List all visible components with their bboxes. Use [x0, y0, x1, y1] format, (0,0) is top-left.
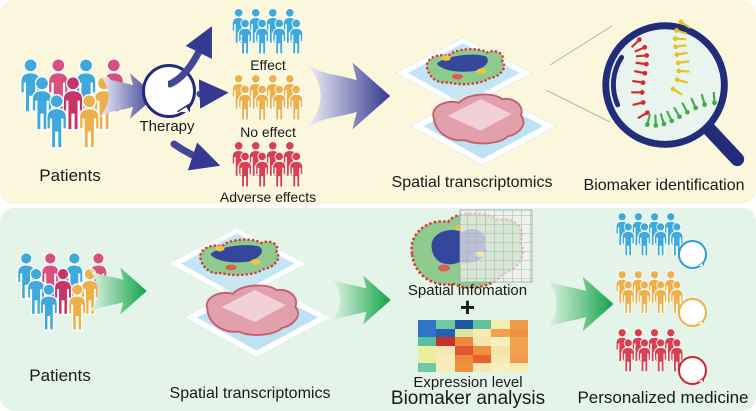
- heatmap-cell: [491, 320, 510, 329]
- biomarker-identification-label: Biomaker identification: [583, 177, 745, 194]
- no-effect-group: [231, 74, 304, 121]
- heatmap-cell: [418, 328, 437, 338]
- heatmap-cell: [436, 354, 455, 364]
- expression-heatmap: [418, 320, 528, 372]
- person-icon: [255, 84, 269, 121]
- biomarker-analysis-label: Biomaker analysis: [390, 388, 546, 409]
- person-icon: [637, 222, 651, 257]
- no-effect-label: No effect: [240, 124, 296, 140]
- spatial-transcriptomics-label-bottom: Spatial transcriptomics: [169, 385, 331, 402]
- red-pill-icon: [678, 356, 707, 385]
- heatmap-cell: [454, 363, 473, 372]
- heatmap-cell: [436, 328, 455, 338]
- person-icon: [289, 84, 304, 121]
- spatial-transcriptomics-label-top: Spatial transcriptomics: [391, 174, 553, 191]
- zoom-connector-lines: [545, 25, 613, 123]
- heatmap-cell: [509, 354, 528, 364]
- person-icon: [654, 280, 668, 315]
- green-arrow-2: [330, 275, 391, 325]
- patients-label-bottom: Patients: [29, 366, 91, 385]
- heatmap-cell: [418, 354, 437, 364]
- adverse-effects-label: Adverse effects: [219, 189, 317, 205]
- adverse-effects-group: [231, 141, 304, 188]
- expression-level-label: Expression level: [413, 374, 523, 391]
- person-icon: [238, 84, 252, 121]
- heatmap-cell: [473, 328, 492, 338]
- person-icon: [637, 280, 651, 315]
- person-icon: [46, 94, 68, 149]
- person-icon: [255, 18, 269, 55]
- effect-label: Effect: [250, 57, 286, 73]
- spatial-information-illustration: [410, 209, 533, 289]
- heatmap-cell: [509, 346, 528, 355]
- person-icon: [289, 18, 304, 55]
- heatmap-cell: [473, 363, 492, 372]
- heatmap-cell: [473, 354, 492, 364]
- heatmap-cell: [473, 320, 492, 329]
- heatmap-cell: [418, 320, 437, 329]
- heatmap-cell: [491, 328, 510, 338]
- heatmap-cell: [491, 363, 510, 372]
- heatmap-cell: [436, 346, 455, 355]
- person-icon: [39, 283, 58, 331]
- person-icon: [272, 151, 287, 188]
- arrow-to-spatial-top: [307, 62, 391, 130]
- person-icon: [255, 151, 269, 188]
- spatial-slides-bottom: [165, 220, 335, 362]
- green-arrow-3: [545, 276, 614, 332]
- person-icon: [621, 338, 635, 373]
- heatmap-cell: [418, 346, 437, 355]
- effect-group: [231, 8, 304, 55]
- plus-sign: +: [459, 292, 476, 322]
- patients-label-top: Patients: [39, 166, 101, 185]
- magnifier-icon: [602, 19, 745, 167]
- heatmap-cell: [509, 320, 528, 329]
- heatmap-cell: [418, 363, 437, 372]
- dna-strand-red: [630, 37, 650, 120]
- heatmap-cell: [454, 354, 473, 364]
- heatmap-cell: [454, 346, 473, 355]
- person-icon: [289, 151, 304, 188]
- personalized-medicine-label: Personalized medicine: [577, 388, 749, 407]
- person-icon: [238, 18, 252, 55]
- heatmap-cell: [491, 354, 510, 364]
- therapy-label: Therapy: [139, 118, 195, 135]
- branch-arrows: [168, 26, 228, 171]
- heatmap-cell: [473, 337, 492, 346]
- medicine-group-red: [615, 328, 684, 373]
- heatmap-cell: [473, 346, 492, 355]
- spatial-information-label: Spatial infomation: [407, 282, 528, 299]
- heatmap-cell: [436, 337, 455, 346]
- person-icon: [654, 338, 668, 373]
- heatmap-cell: [454, 337, 473, 346]
- person-icon: [272, 18, 287, 55]
- medicine-group-blue: [615, 212, 684, 257]
- heatmap-cell: [454, 328, 473, 338]
- heatmap-cell: [509, 337, 528, 346]
- heatmap-cell: [418, 337, 437, 346]
- person-icon: [621, 222, 635, 257]
- heatmap-cell: [436, 320, 455, 329]
- person-icon: [621, 280, 635, 315]
- heatmap-cell: [436, 363, 455, 372]
- heatmap-cell: [491, 346, 510, 355]
- dna-strand-yellow: [670, 19, 691, 96]
- spatial-slides-top: [392, 30, 560, 170]
- person-icon: [637, 338, 651, 373]
- dna-strand-green: [644, 91, 717, 128]
- blue-pill-icon: [678, 240, 707, 269]
- heatmap-cell: [454, 320, 473, 329]
- yellow-pill-icon: [678, 298, 707, 327]
- heatmap-cell: [509, 328, 528, 338]
- person-icon: [238, 151, 252, 188]
- green-arrow-1: [88, 267, 147, 315]
- person-icon: [654, 222, 668, 257]
- heatmap-cell: [509, 363, 528, 372]
- person-icon: [272, 84, 287, 121]
- medicine-group-yellow: [615, 270, 684, 315]
- heatmap-cell: [491, 337, 510, 346]
